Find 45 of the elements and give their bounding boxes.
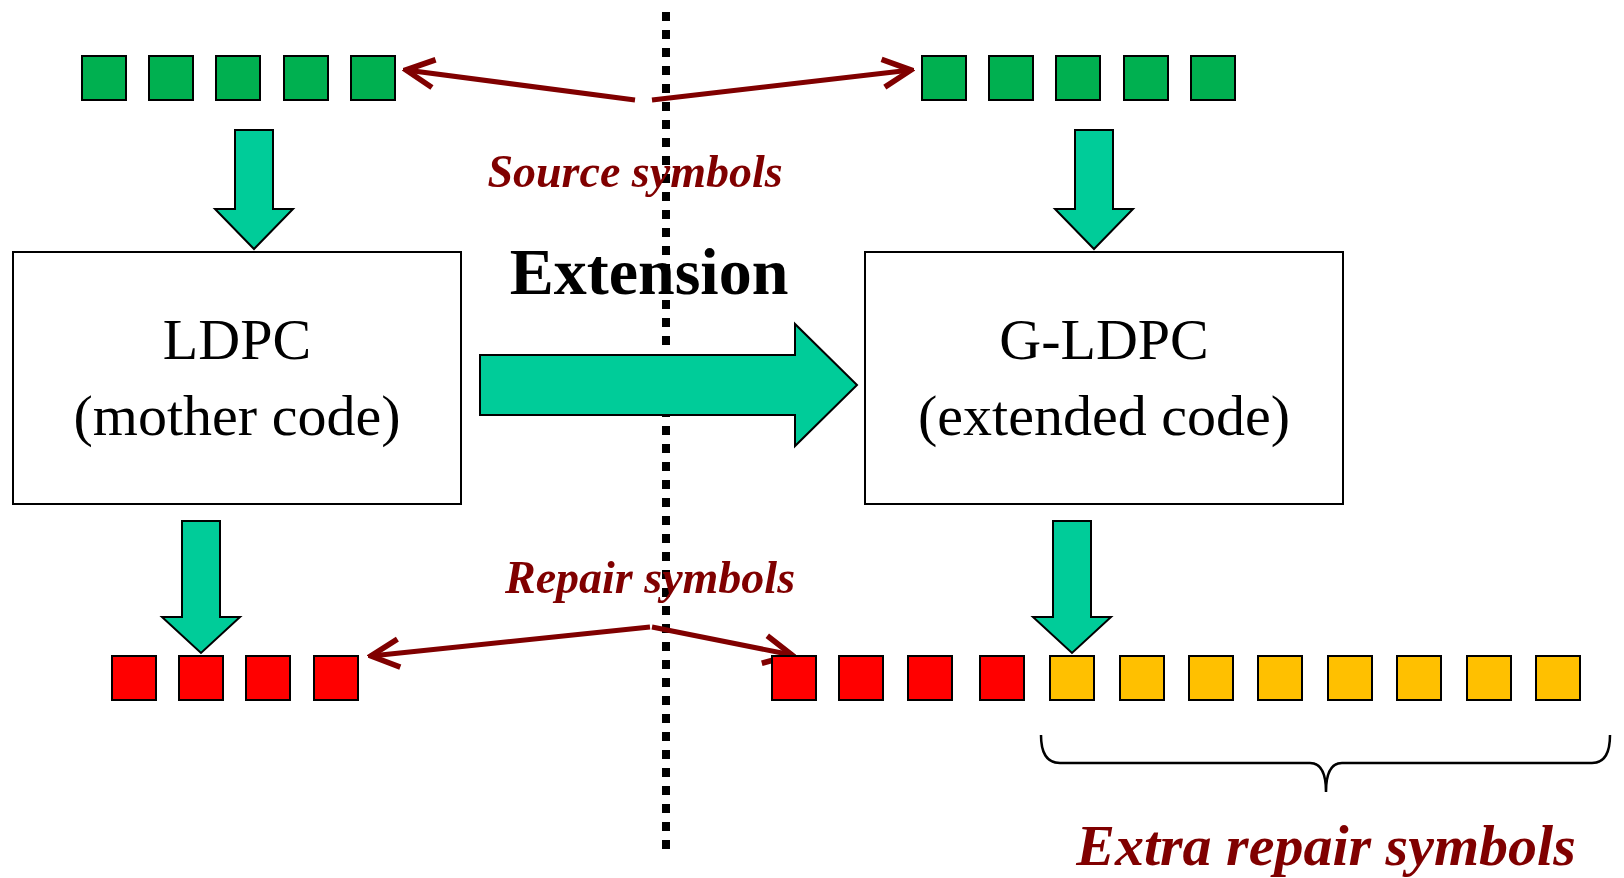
code-box — [864, 251, 1344, 505]
symbol-square — [921, 55, 967, 101]
symbol-square — [907, 655, 953, 701]
symbol-square — [1188, 655, 1234, 701]
box-subtitle: (extended code) — [918, 382, 1290, 450]
box-title: LDPC — [162, 306, 312, 374]
arrow — [651, 624, 795, 667]
annotation-text: Source symbols — [487, 144, 783, 198]
arrow — [368, 624, 651, 670]
edge-label: Extension — [509, 234, 789, 310]
symbol-square — [771, 655, 817, 701]
symbol-square — [1257, 655, 1303, 701]
block-arrow — [479, 321, 859, 449]
annotation-text: Repair symbols — [504, 550, 796, 604]
symbol-square — [1535, 655, 1581, 701]
box-subtitle: (mother code) — [73, 382, 401, 450]
symbol-square — [283, 55, 329, 101]
symbol-square — [215, 55, 261, 101]
block-arrow — [212, 129, 296, 251]
symbol-square — [178, 655, 224, 701]
block-arrow — [1030, 520, 1114, 655]
symbol-square — [838, 655, 884, 701]
symbol-square — [148, 55, 194, 101]
symbol-square — [350, 55, 396, 101]
symbol-square — [1327, 655, 1373, 701]
block-arrow — [1052, 129, 1136, 251]
symbol-square — [979, 655, 1025, 701]
symbol-square — [1055, 55, 1101, 101]
box-title: G-LDPC — [999, 306, 1209, 374]
symbol-square — [1466, 655, 1512, 701]
symbol-square — [1123, 55, 1169, 101]
arrow — [651, 56, 914, 103]
symbol-square — [1190, 55, 1236, 101]
symbol-square — [313, 655, 359, 701]
symbol-square — [111, 655, 157, 701]
symbol-square — [245, 655, 291, 701]
symbol-square — [988, 55, 1034, 101]
code-box — [12, 251, 462, 505]
symbol-square — [1396, 655, 1442, 701]
annotation-text: Extra repair symbols — [1076, 811, 1576, 878]
symbol-square — [1119, 655, 1165, 701]
symbol-square — [81, 55, 127, 101]
symbol-square — [1049, 655, 1095, 701]
arrow — [403, 56, 636, 103]
block-arrow — [159, 520, 243, 655]
